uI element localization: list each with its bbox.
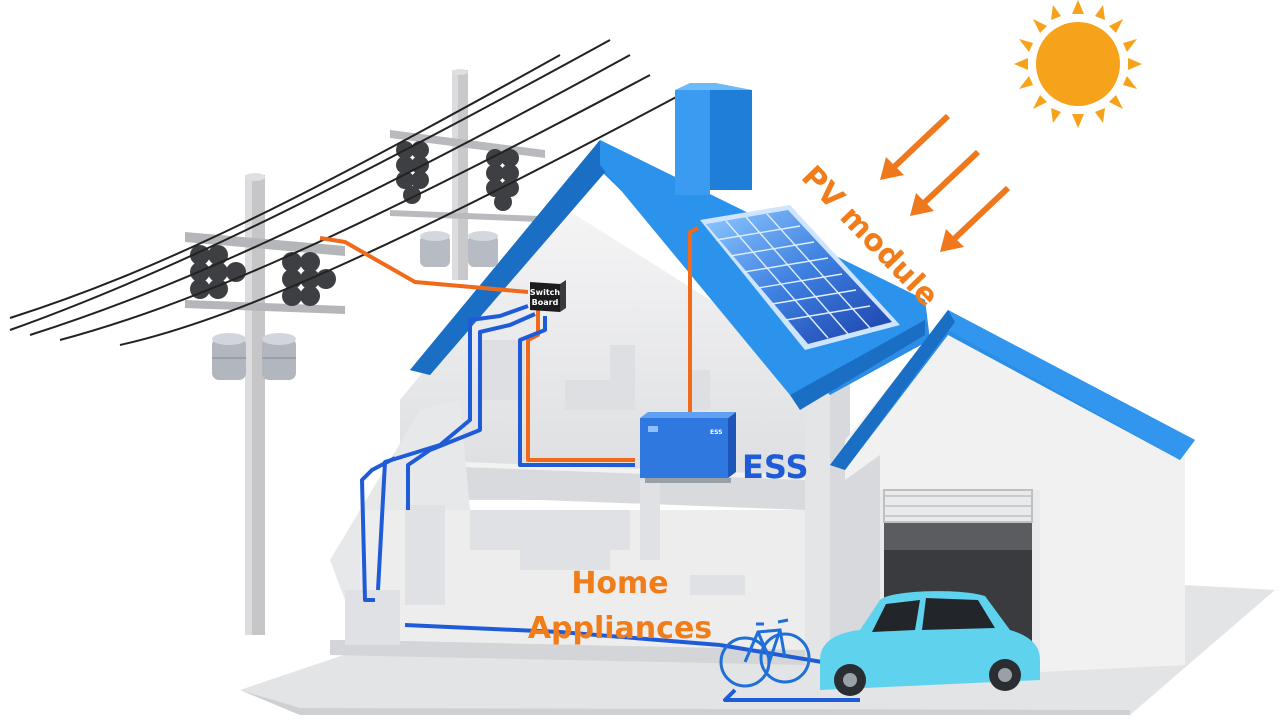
- switch-board-icon: Switch Board: [530, 280, 566, 312]
- switch-board-label-line2: Board: [532, 298, 559, 307]
- car-icon: [820, 591, 1040, 696]
- blue-wiring: [360, 304, 871, 702]
- orange-wiring: [319, 226, 699, 462]
- ess-unit-icon: ESS: [640, 412, 736, 483]
- solar-panel-icon: [700, 205, 900, 350]
- chimney-icon: [675, 83, 752, 195]
- ground-edge: [240, 690, 1130, 715]
- power-lines: [9, 39, 681, 346]
- ess-unit-text: ESS: [710, 429, 722, 436]
- home-appliances-label-line2: Appliances: [528, 611, 712, 646]
- ess-label: ESS: [742, 448, 809, 486]
- sunlight-arrows: [880, 113, 1011, 252]
- utility-pole-icon: [185, 69, 545, 635]
- switch-board-label-line1: Switch: [530, 288, 560, 297]
- sun-icon: [1014, 0, 1142, 128]
- bicycle-icon: [719, 618, 811, 688]
- home-appliances-label-line1: Home: [571, 566, 668, 601]
